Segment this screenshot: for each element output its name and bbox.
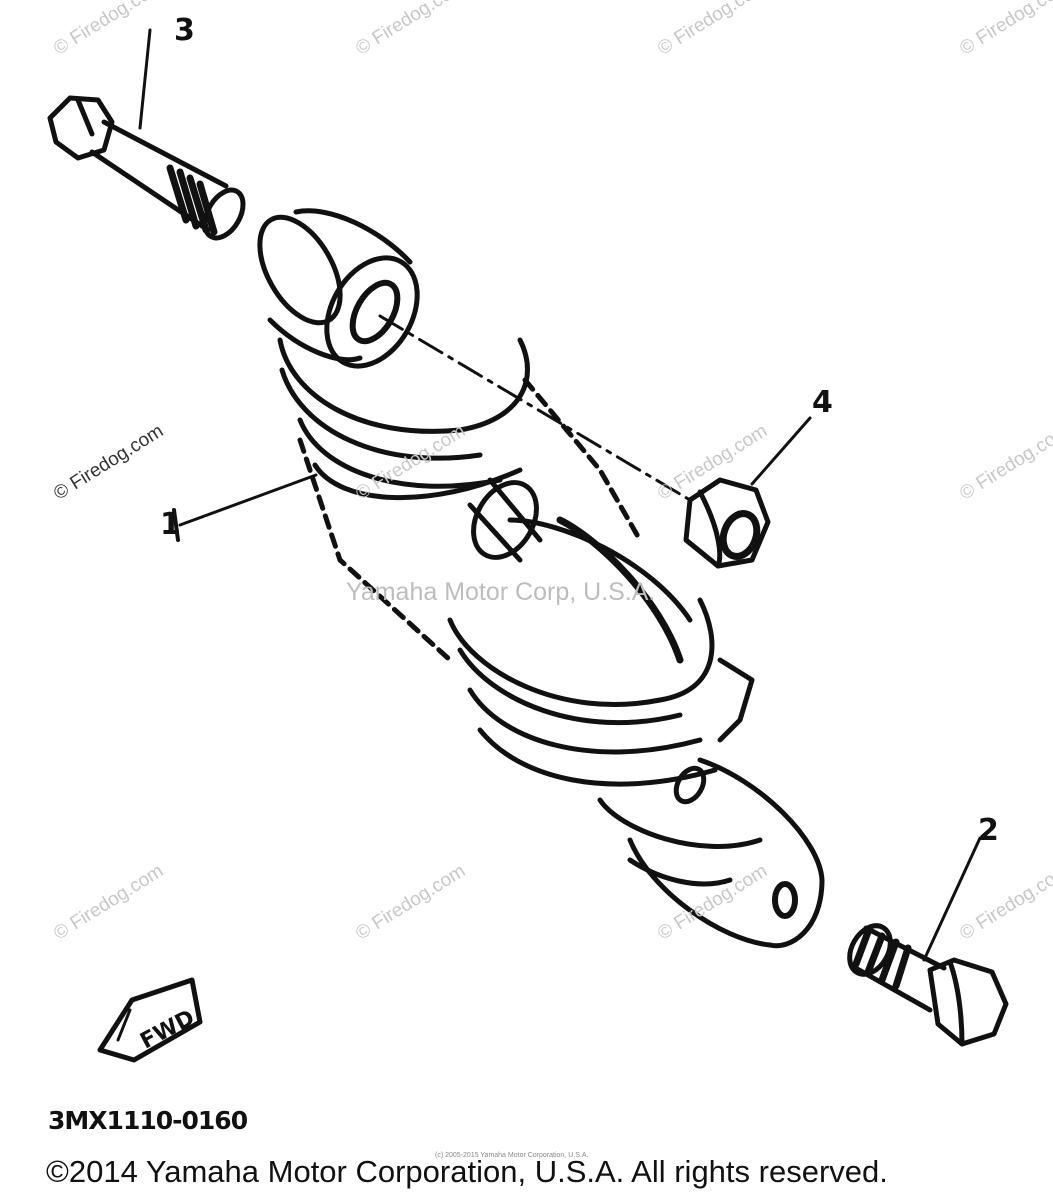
copyright-notice: ©2014 Yamaha Motor Corporation, U.S.A. A… <box>46 1154 888 1189</box>
callout-3: 3 <box>174 13 195 48</box>
nut-4-icon <box>683 416 812 569</box>
fwd-label: FWD <box>136 1005 199 1054</box>
bolt-3-icon <box>47 28 246 241</box>
shock-absorber-icon <box>172 208 825 949</box>
bolt-2-icon <box>847 836 1009 1047</box>
diagram-code: 3MX1110-0160 <box>48 1106 248 1135</box>
tiny-watermark: (c) 2005-2015 Yamaha Motor Corporation, … <box>435 1152 589 1159</box>
center-watermark: Yamaha Motor Corp, U.S.A. <box>346 578 656 606</box>
callout-2: 2 <box>978 813 999 848</box>
forward-arrow-icon <box>97 977 203 1063</box>
callout-4: 4 <box>812 385 833 420</box>
callout-1: 1 <box>160 507 181 542</box>
